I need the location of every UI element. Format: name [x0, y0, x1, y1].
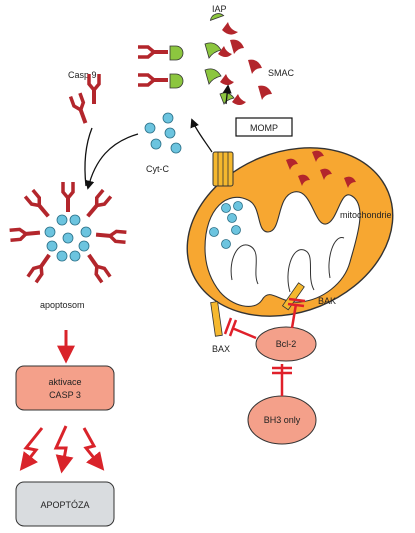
bak-pore — [281, 282, 305, 311]
casp9-label: Casp 9 — [68, 70, 97, 80]
inhibition-lines — [223, 297, 306, 396]
momp-label: MOMP — [250, 123, 278, 133]
casp9-to-apoptosom-arrow — [84, 127, 93, 187]
cytc-release-arrow — [190, 118, 213, 153]
apoptosom — [7, 180, 129, 285]
casp3-line1: aktivace — [48, 377, 81, 387]
cytc-label: Cyt-C — [146, 164, 169, 174]
iap-label: IAP — [212, 4, 227, 14]
cytc-to-apoptosom-arrow — [85, 133, 139, 190]
iap-smac-cluster — [136, 13, 272, 105]
casp3-box — [15, 365, 115, 411]
smac-release-arrow — [222, 84, 232, 105]
cytc-free — [144, 112, 182, 154]
casp3-line2: CASP 3 — [49, 390, 81, 400]
casp9-icons — [68, 72, 101, 127]
apoptoza-box — [15, 481, 115, 527]
bh3-label: BH3 only — [264, 415, 301, 425]
bcl2-node — [255, 326, 317, 362]
smac-label: SMAC — [268, 68, 295, 78]
bax-label: BAX — [212, 344, 230, 354]
bax-pore — [210, 301, 223, 337]
apoptoza-label: APOPTÓZA — [40, 500, 89, 510]
mitochondrion — [186, 147, 394, 317]
zigzag-arrows — [19, 425, 105, 474]
bak-label: BAK — [318, 296, 336, 306]
bcl2-label: Bcl-2 — [276, 339, 297, 349]
mitochondrie-label: mitochondrie — [340, 210, 392, 220]
momp-box — [235, 117, 293, 137]
apoptosom-label: apoptosom — [40, 300, 85, 310]
